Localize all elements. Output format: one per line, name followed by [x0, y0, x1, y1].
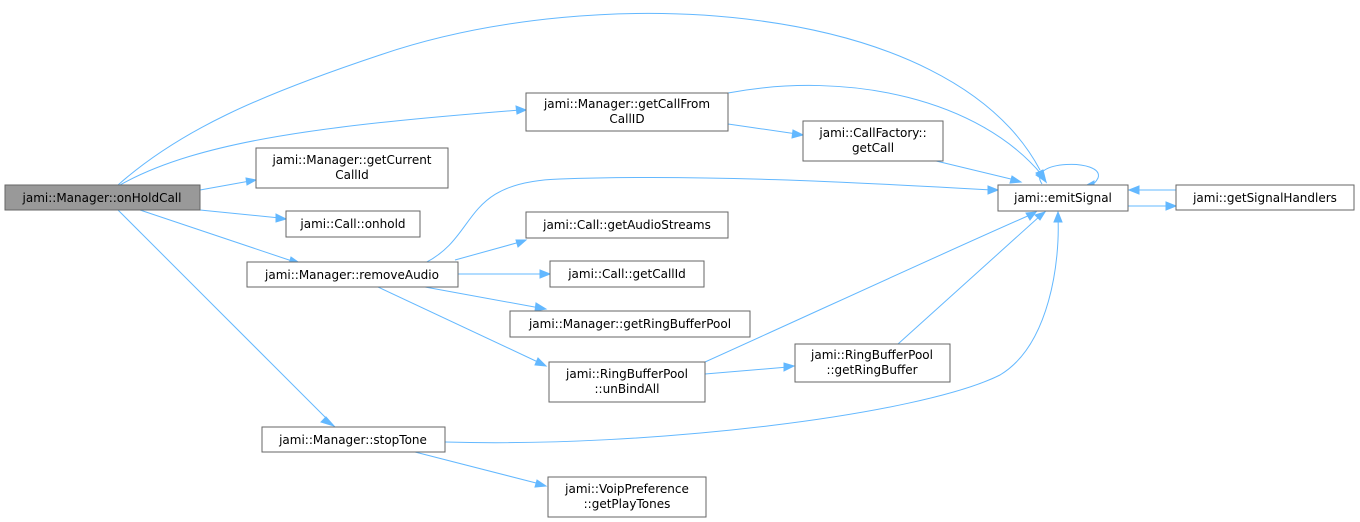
arrowhead	[1127, 185, 1140, 195]
arrowhead	[1053, 210, 1063, 223]
node-label: jami::Call::onhold	[299, 217, 405, 231]
arrowhead	[783, 362, 796, 372]
arrowhead	[534, 479, 548, 488]
node-label: jami::RingBufferPool	[565, 367, 688, 381]
arrowhead	[1034, 211, 1047, 221]
node-getCallId[interactable]: jami::Call::getCallId	[549, 260, 705, 288]
node-label: CallId	[335, 168, 369, 182]
node-getSignalHandlers[interactable]: jami::getSignalHandlers	[1175, 184, 1355, 211]
edge-removeAudio-unBindAll	[377, 286, 541, 364]
arrowhead	[1165, 201, 1178, 211]
arrowhead	[515, 105, 528, 115]
node-getPlayTones[interactable]: jami::VoipPreference ::getPlayTones	[547, 476, 707, 518]
node-label: jami::VoipPreference	[564, 482, 689, 496]
edge-removeAudio-emitSignal	[424, 176, 993, 264]
arrowhead	[515, 239, 528, 248]
edge-onHoldCall-emitSignal	[117, 13, 1041, 186]
node-label: jami::RingBufferPool	[810, 348, 933, 362]
edge-removeAudio-getRingBufferPool	[424, 286, 541, 309]
edge-onHoldCall-stopTone	[117, 209, 331, 423]
edge-unBindAll-getRingBuffer	[704, 366, 789, 375]
arrowhead	[534, 302, 548, 312]
arrowhead	[245, 177, 258, 186]
node-label: jami::Manager::getRingBufferPool	[528, 317, 731, 331]
edge-emitSignal-self	[1039, 163, 1099, 186]
node-label: jami::emitSignal	[1013, 191, 1112, 205]
edge-unBindAll-emitSignal	[704, 214, 1031, 363]
edge-onHoldCall-getCurrentCallId	[199, 180, 251, 191]
node-label: ::getPlayTones	[584, 497, 671, 511]
arrowhead	[320, 416, 336, 428]
edges	[117, 13, 1176, 485]
node-label: getCall	[852, 141, 894, 155]
edge-getRingBuffer-emitSignal	[897, 215, 1041, 345]
node-callFactoryGetCall[interactable]: jami::CallFactory:: getCall	[802, 120, 944, 162]
arrowhead	[275, 213, 288, 223]
node-callOnhold[interactable]: jami::Call::onhold	[285, 210, 421, 238]
arrowhead	[791, 129, 805, 139]
node-emitSignal[interactable]: jami::emitSignal	[997, 184, 1129, 212]
arrowhead	[1035, 170, 1048, 184]
node-label: jami::Call::getAudioStreams	[542, 218, 711, 232]
node-getAudioStreams[interactable]: jami::Call::getAudioStreams	[525, 211, 729, 239]
node-label: jami::Manager::getCurrent	[271, 153, 431, 167]
node-label: jami::Manager::getCallFrom	[543, 97, 710, 111]
node-label: ::unBindAll	[595, 382, 660, 396]
edge-callFactoryGetCall-emitSignal	[931, 159, 1016, 181]
edge-getCallFromCallID-callFactoryGetCall	[727, 123, 798, 135]
node-unBindAll[interactable]: jami::RingBufferPool ::unBindAll	[548, 361, 706, 403]
arrowheads	[245, 105, 1178, 488]
edge-onHoldCall-getCallFromCallID	[119, 109, 521, 186]
node-getRingBufferPool[interactable]: jami::Manager::getRingBufferPool	[509, 310, 751, 338]
node-label: ::getRingBuffer	[826, 363, 917, 377]
node-label: jami::Call::getCallId	[567, 267, 686, 281]
node-label: jami::getSignalHandlers	[1192, 191, 1337, 205]
node-stopTone[interactable]: jami::Manager::stopTone	[261, 426, 446, 453]
edge-stopTone-emitSignal	[444, 217, 1059, 444]
node-label: jami::Manager::stopTone	[278, 433, 427, 447]
arrowhead	[539, 269, 552, 279]
arrowhead	[1025, 211, 1038, 221]
node-getCurrentCallId[interactable]: jami::Manager::getCurrent CallId	[255, 147, 449, 189]
edge-removeAudio-getAudioStreams	[454, 241, 521, 261]
node-label: jami::Manager::removeAudio	[264, 268, 439, 282]
node-label: jami::Manager::onHoldCall	[22, 191, 182, 205]
arrowhead	[534, 357, 548, 367]
node-label: jami::CallFactory::	[818, 126, 926, 140]
edge-stopTone-getPlayTones	[414, 451, 541, 485]
arrowhead	[1009, 175, 1023, 184]
edge-onHoldCall-callOnhold	[199, 209, 281, 219]
node-onHoldCall[interactable]: jami::Manager::onHoldCall	[4, 184, 201, 211]
node-removeAudio[interactable]: jami::Manager::removeAudio	[246, 261, 459, 288]
edge-getCallFromCallID-emitSignal	[727, 84, 1043, 176]
node-label: CallID	[609, 112, 644, 126]
edge-onHoldCall-removeAudio	[139, 209, 296, 263]
node-getCallFromCallID[interactable]: jami::Manager::getCallFrom CallID	[525, 92, 729, 132]
arrowhead	[987, 185, 1000, 195]
node-getRingBuffer[interactable]: jami::RingBufferPool ::getRingBuffer	[794, 343, 951, 383]
